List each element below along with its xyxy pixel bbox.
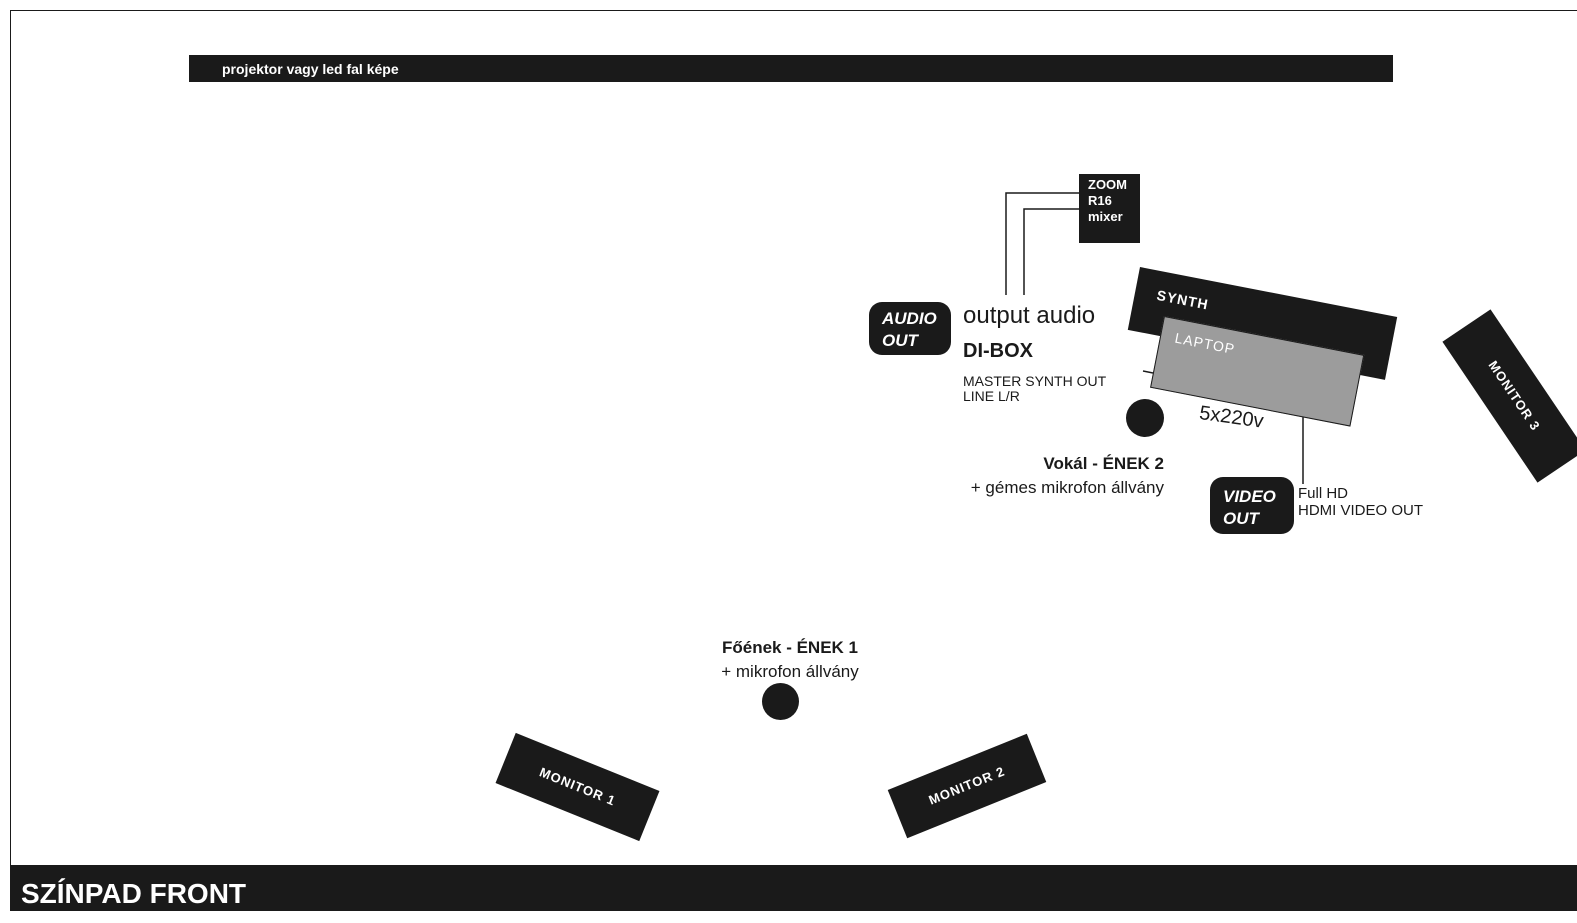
vocal2-label: Vokál - ÉNEK 2 + gémes mikrofon állvány	[900, 452, 1164, 500]
stage-frame	[10, 10, 1577, 910]
audio-out-line1: AUDIO	[882, 309, 937, 328]
output-audio-label: output audio	[963, 302, 1096, 329]
vocal2-mic-stand	[1126, 399, 1164, 437]
vocal1-label: Főének - ÉNEK 1 + mikrofon állvány	[600, 636, 980, 684]
vocal1-title: Főének - ÉNEK 1	[721, 638, 859, 657]
di-box-label: DI-BOX	[963, 340, 1033, 362]
audio-out-line2: OUT	[882, 331, 918, 350]
audio-out-badge: AUDIO OUT	[869, 302, 951, 355]
video-out-line1: VIDEO	[1223, 487, 1276, 506]
mixer-line3: mixer	[1088, 209, 1123, 224]
vocal2-title: Vokál - ÉNEK 2	[1043, 454, 1164, 473]
master-synth-line2: LINE L/R	[963, 388, 1020, 404]
video-out-badge: VIDEO OUT	[1210, 477, 1294, 534]
vocal1-subtitle: + mikrofon állvány	[721, 662, 859, 681]
video-out-line2: OUT	[1223, 509, 1259, 528]
vocal2-subtitle: + gémes mikrofon állvány	[970, 478, 1164, 497]
audio-cable-1	[1005, 192, 1079, 295]
stage-front-footer: SZÍNPAD FRONT	[10, 865, 1577, 911]
audio-cable-2	[1023, 208, 1079, 295]
mixer-line1: ZOOM	[1088, 177, 1127, 192]
video-info-line1: Full HD	[1298, 485, 1349, 502]
master-synth-label: MASTER SYNTH OUT LINE L/R	[963, 374, 1106, 404]
video-info: Full HD HDMI VIDEO OUT	[1298, 485, 1423, 519]
mixer-line2: R16	[1088, 193, 1112, 208]
vocal1-mic-stand	[762, 683, 799, 720]
projector-screen-bar: projektor vagy led fal képe	[189, 55, 1393, 82]
master-synth-line1: MASTER SYNTH OUT	[963, 373, 1107, 389]
zoom-mixer: ZOOM R16 mixer	[1079, 174, 1140, 243]
video-info-line2: HDMI VIDEO OUT	[1298, 502, 1424, 519]
